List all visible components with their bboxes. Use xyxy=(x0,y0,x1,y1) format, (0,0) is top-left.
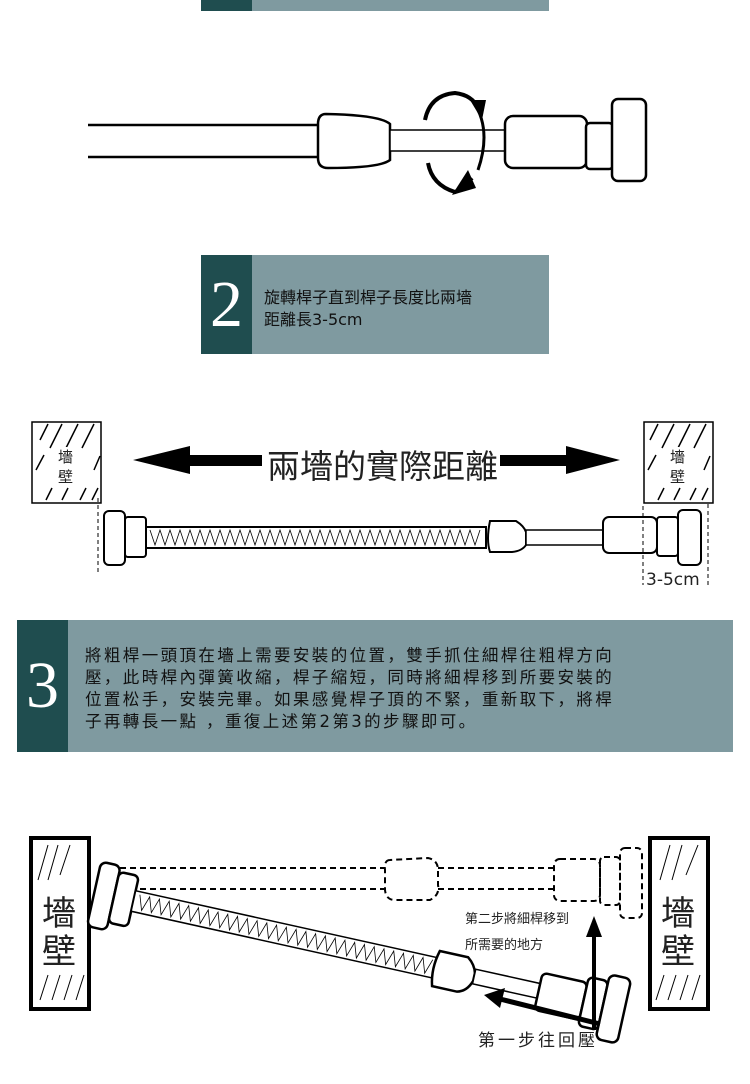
tilted-rod xyxy=(86,861,632,1044)
step3-line: 子再轉長一點 ，重復上述第2第3的步驟即可。 xyxy=(85,712,478,731)
wall-label-left: 墻 壁 xyxy=(58,447,74,487)
arrowhead xyxy=(452,170,476,195)
caption-line: 所需要的地方 xyxy=(465,938,544,953)
target-position-outline xyxy=(100,847,643,919)
step-two-caption: 第二步將細桿移到 所需要的地方 xyxy=(465,907,569,959)
rotate-rod-diagram xyxy=(88,90,648,195)
wall-char: 墻 xyxy=(42,894,76,934)
up-arrow-icon xyxy=(586,916,602,1030)
press-back-arrow-icon xyxy=(484,988,601,1027)
end-cap xyxy=(610,97,648,183)
spring xyxy=(149,528,481,547)
thin-tube xyxy=(471,968,542,1000)
step2-line1: 旋轉桿子直到桿子長度比兩墻 xyxy=(264,288,473,307)
double-arrow-icon xyxy=(133,446,620,474)
arrowhead xyxy=(470,100,486,120)
step3-line: 位置松手，安裝完畢。如果感覺桿子頂的不緊，重新取下，將桿 xyxy=(85,690,615,709)
wall-char: 壁 xyxy=(42,932,76,972)
extra-length-label: 3-5cm xyxy=(646,570,700,590)
end-cap-right xyxy=(595,974,632,1044)
step2-text: 旋轉桿子直到桿子長度比兩墻 距離長3-5cm xyxy=(264,287,472,331)
step2-number: 2 xyxy=(201,255,252,354)
wall-label-right: 墻 壁 xyxy=(670,447,686,487)
step2-box: 2 旋轉桿子直到桿子長度比兩墻 距離長3-5cm xyxy=(201,255,549,354)
ferrule xyxy=(316,112,392,170)
wall-char: 壁 xyxy=(58,468,74,486)
step3-line: 將粗桿一頭頂在墻上需要安裝的位置，雙手抓住細桿往粗桿方向 xyxy=(85,646,615,665)
wall-right xyxy=(643,421,714,504)
distance-diagram xyxy=(31,421,714,585)
wall-label-left: 墻 壁 xyxy=(42,895,76,971)
ferrule xyxy=(487,520,527,553)
spring xyxy=(139,894,434,975)
step2-line2: 距離長3-5cm xyxy=(264,310,363,329)
end-cap-right xyxy=(677,509,702,566)
dashed-guides xyxy=(97,498,709,585)
wall-char: 壁 xyxy=(670,468,686,486)
wall-char: 墻 xyxy=(670,448,686,466)
step1-box-remnant xyxy=(201,0,549,11)
step3-text: 將粗桿一頭頂在墻上需要安裝的位置，雙手抓住細桿往粗桿方向 壓，此時桿內彈簧收縮，… xyxy=(85,645,614,733)
thick-tube xyxy=(130,889,438,979)
ferrule xyxy=(430,949,477,993)
step1-number-panel xyxy=(201,0,252,11)
step3-line: 壓，此時桿內彈簧收縮，桿子縮短，同時將細桿移到所要安裝的 xyxy=(85,668,615,687)
wall-label-right: 墻 壁 xyxy=(661,895,695,971)
wall-char: 墻 xyxy=(58,448,74,466)
distance-label: 兩墻的實際距離 xyxy=(265,440,500,488)
caption-line: 第二步將細桿移到 xyxy=(465,912,570,927)
step3-number: 3 xyxy=(17,620,68,752)
wall-char: 墻 xyxy=(661,894,695,934)
wall-char: 壁 xyxy=(661,932,695,972)
step3-box: 3 將粗桿一頭頂在墻上需要安裝的位置，雙手抓住細桿往粗桿方向 壓，此時桿內彈簧收… xyxy=(17,620,733,752)
step-one-caption: 第一步往回壓 xyxy=(478,1031,598,1051)
